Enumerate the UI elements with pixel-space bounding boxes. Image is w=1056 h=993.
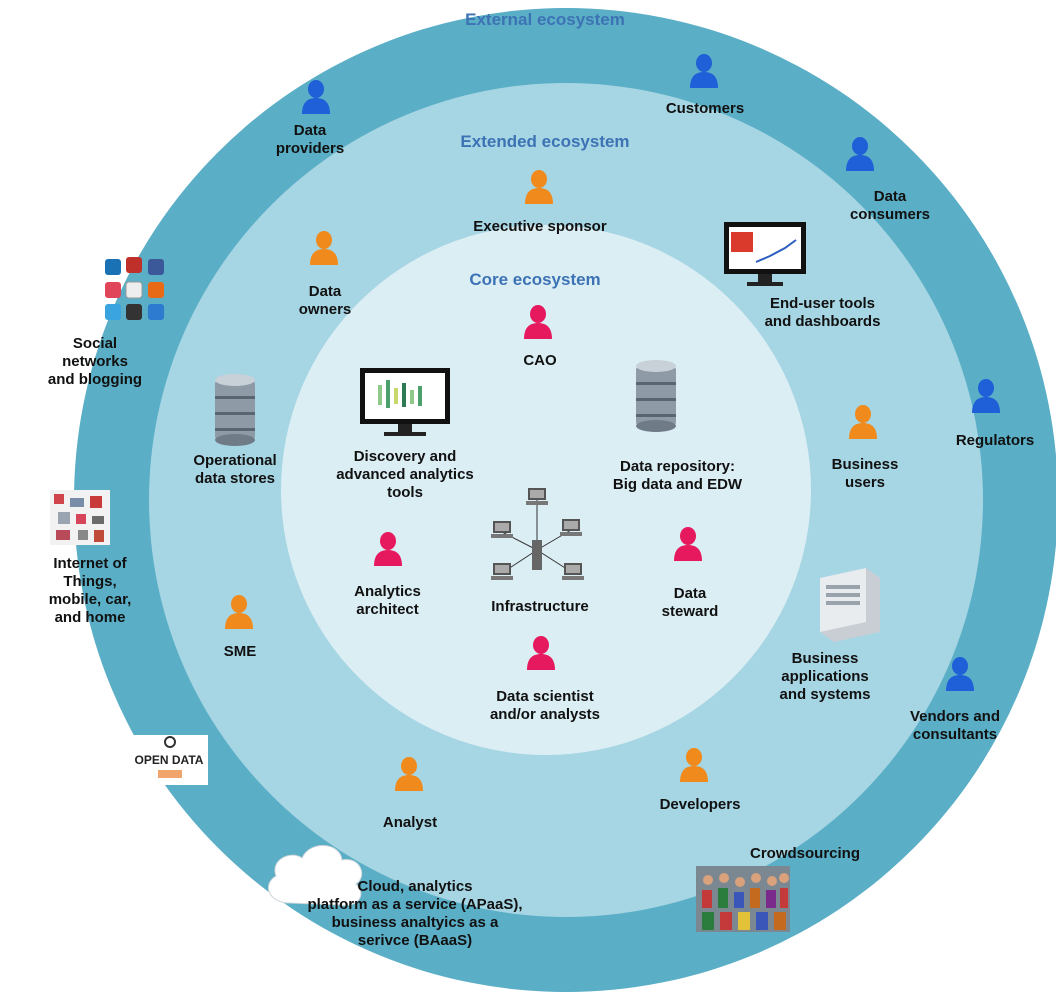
label-data-steward: Data steward xyxy=(661,585,719,620)
server-tower-icon xyxy=(532,540,542,570)
label-sme: SME xyxy=(223,643,257,660)
label-social-networks: Social networks and blogging xyxy=(47,335,143,388)
label-iot: Internet of Things, mobile, car, and hom… xyxy=(48,555,132,626)
label-data-repository: Data repository: Big data and EDW xyxy=(612,458,743,493)
computer-icon-top xyxy=(526,488,548,505)
label-crowdsourcing: Crowdsourcing xyxy=(749,845,860,862)
label-analytics-architect: Analytics architect xyxy=(354,583,421,618)
computer-icon-right xyxy=(560,519,582,536)
core-ecosystem-title: Core ecosystem xyxy=(469,270,601,289)
computer-icon-bottom-right xyxy=(562,563,584,580)
computer-icon-left xyxy=(491,521,513,538)
label-cloud-services: Cloud, analytics platform as a service (… xyxy=(307,878,523,949)
monitor-icon-end-user xyxy=(724,222,806,286)
label-customers: Customers xyxy=(665,100,745,117)
label-vendors-consultants: Vendors and consultants xyxy=(909,708,1001,743)
label-regulators: Regulators xyxy=(955,432,1035,449)
label-infrastructure: Infrastructure xyxy=(491,598,589,615)
label-business-applications: Business applications and systems xyxy=(779,650,871,703)
social-media-icons xyxy=(105,257,164,320)
computer-icon-bottom-left xyxy=(491,563,513,580)
open-data-logo: OPEN DATA xyxy=(130,735,208,785)
crowd-icon xyxy=(696,866,790,932)
label-data-consumers: Data consumers xyxy=(849,188,931,223)
label-analyst: Analyst xyxy=(382,814,438,831)
extended-ecosystem-title: Extended ecosystem xyxy=(460,132,630,151)
label-data-providers: Data providers xyxy=(275,122,345,157)
label-developers: Developers xyxy=(659,796,741,813)
svg-text:OPEN DATA: OPEN DATA xyxy=(135,753,204,767)
label-cao: CAO xyxy=(523,352,557,369)
label-discovery-tools: Discovery and advanced analytics tools xyxy=(336,448,474,501)
iot-icon xyxy=(50,490,110,545)
label-data-scientist: Data scientist and/or analysts xyxy=(489,688,601,723)
label-end-user-tools: End-user tools and dashboards xyxy=(764,295,881,330)
database-icon-operational xyxy=(215,374,255,446)
database-icon-repository xyxy=(636,360,676,432)
label-operational-data-stores: Operational data stores xyxy=(193,452,277,487)
external-ecosystem-title: External ecosystem xyxy=(465,10,625,29)
server-icon xyxy=(820,568,880,642)
label-executive-sponsor: Executive sponsor xyxy=(473,218,607,235)
label-data-owners: Data owners xyxy=(298,283,352,318)
label-business-users: Business users xyxy=(831,456,899,491)
monitor-icon-discovery xyxy=(360,368,450,436)
cloud-icon xyxy=(267,845,363,906)
